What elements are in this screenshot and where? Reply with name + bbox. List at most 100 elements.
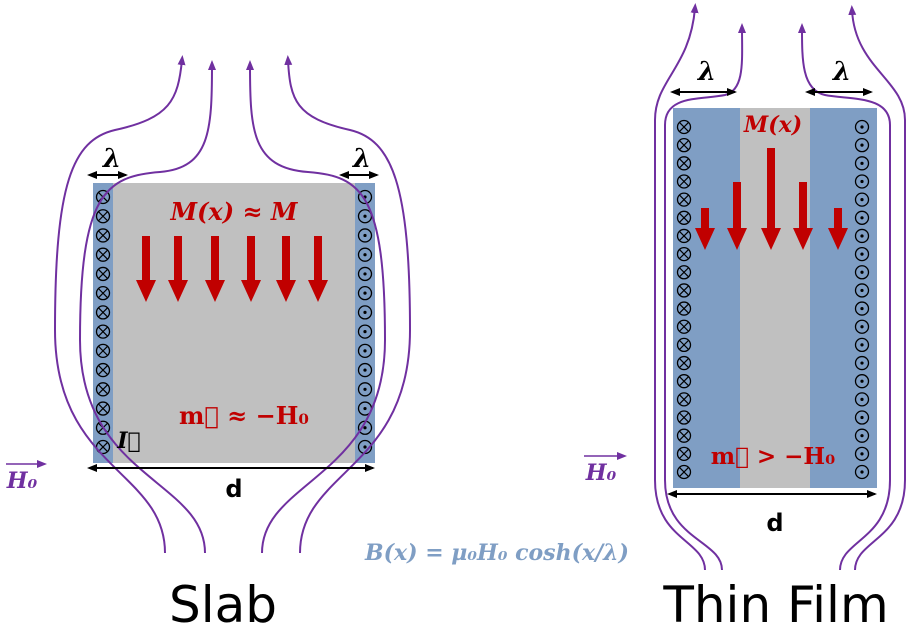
current-out-of-page-symbol bbox=[854, 192, 870, 207]
film-caption: Thin Film bbox=[662, 576, 888, 634]
current-out-of-page-symbol bbox=[357, 266, 373, 282]
current-out-of-page-symbol bbox=[854, 355, 870, 371]
current-out-of-page-symbol bbox=[854, 156, 870, 171]
film-field-lines bbox=[654, 3, 906, 571]
current-into-page-symbol bbox=[676, 283, 692, 298]
current-into-page-symbol bbox=[676, 210, 692, 225]
current-out-of-page-symbol bbox=[854, 301, 870, 316]
current-out-of-page-symbol bbox=[854, 319, 870, 334]
current-out-of-page-symbol bbox=[357, 305, 373, 320]
current-into-page-symbol bbox=[676, 119, 692, 135]
film-magnetization-label: M(x) bbox=[743, 112, 802, 138]
current-out-of-page-symbol bbox=[357, 247, 373, 262]
current-into-page-symbol bbox=[676, 392, 692, 407]
current-into-page-symbol bbox=[95, 286, 111, 301]
current-out-of-page-symbol bbox=[357, 343, 373, 358]
film-magnetization-arrows bbox=[695, 148, 848, 250]
slab-lambda-left-label: λ bbox=[102, 144, 121, 174]
current-out-of-page-symbol bbox=[854, 138, 870, 153]
slab-arrow bbox=[136, 236, 156, 302]
film-field-line-outer-right bbox=[848, 5, 906, 571]
current-into-page-symbol bbox=[676, 337, 692, 353]
current-into-page-symbol bbox=[95, 228, 111, 243]
current-out-of-page-symbol bbox=[854, 228, 870, 244]
slab-arrow bbox=[241, 236, 261, 302]
slab-magnetization-arrows bbox=[136, 236, 328, 302]
film-moment-label: m⃗ > −H₀ bbox=[711, 443, 836, 470]
slab-arrow bbox=[168, 236, 188, 302]
slab-lambda-right-label: λ bbox=[352, 144, 371, 174]
current-out-of-page-symbol bbox=[854, 337, 870, 353]
current-out-of-page-symbol bbox=[854, 119, 870, 135]
film-arrow bbox=[727, 182, 747, 250]
current-out-of-page-symbol bbox=[854, 392, 870, 407]
film-arrow bbox=[761, 148, 781, 250]
current-into-page-symbol bbox=[676, 464, 692, 480]
slab-width-label: d bbox=[225, 475, 242, 503]
slab-field-line-inner-left bbox=[78, 60, 216, 554]
current-out-of-page-symbol bbox=[357, 362, 373, 378]
current-into-page-symbol bbox=[95, 266, 111, 282]
current-out-of-page-symbol bbox=[854, 410, 870, 425]
slab-caption: Slab bbox=[169, 576, 277, 634]
slab-right-current-symbols bbox=[357, 189, 373, 455]
film-right-penetration-layer bbox=[810, 108, 877, 488]
slab-field-line-outer-right bbox=[284, 55, 412, 554]
slab-interior bbox=[93, 183, 375, 463]
film-field-label: H₀ bbox=[585, 460, 617, 486]
film-arrow bbox=[793, 182, 813, 250]
current-into-page-symbol bbox=[676, 374, 692, 389]
current-into-page-symbol bbox=[676, 446, 692, 461]
current-out-of-page-symbol bbox=[854, 428, 870, 443]
current-out-of-page-symbol bbox=[854, 246, 870, 262]
current-out-of-page-symbol bbox=[854, 174, 870, 189]
current-into-page-symbol bbox=[676, 138, 692, 153]
film-arrow bbox=[828, 208, 848, 250]
slab-panel: λ λ d M(x) ≈ M m⃗ ≈ −H₀ I⃗ H₀ Slab bbox=[6, 55, 412, 634]
slab-magnetization-label: M(x) ≈ M bbox=[170, 197, 299, 226]
current-out-of-page-symbol bbox=[854, 265, 870, 280]
slab-arrow bbox=[308, 236, 328, 302]
film-field-line-inner-left bbox=[664, 23, 747, 571]
current-into-page-symbol bbox=[95, 382, 111, 397]
film-right-current-symbols bbox=[854, 119, 870, 480]
slab-arrow bbox=[205, 236, 225, 302]
current-out-of-page-symbol bbox=[357, 382, 373, 397]
slab-left-current-symbols bbox=[95, 189, 111, 455]
field-profile-formula: B(x) = μ₀H₀ cosh(x/λ) bbox=[364, 540, 629, 566]
slab-field-line-inner-right bbox=[246, 60, 387, 554]
current-into-page-symbol bbox=[676, 319, 692, 334]
current-into-page-symbol bbox=[676, 301, 692, 316]
current-out-of-page-symbol bbox=[357, 324, 373, 339]
current-into-page-symbol bbox=[95, 247, 111, 262]
current-into-page-symbol bbox=[95, 324, 111, 339]
film-arrow bbox=[695, 208, 715, 250]
current-into-page-symbol bbox=[676, 410, 692, 425]
slab-arrow bbox=[276, 236, 296, 302]
slab-field-line-outer-left bbox=[53, 55, 186, 554]
slab-field-lines bbox=[53, 55, 412, 554]
current-into-page-symbol bbox=[676, 192, 692, 207]
slab-field-label: H₀ bbox=[6, 468, 38, 494]
current-into-page-symbol bbox=[676, 228, 692, 244]
current-into-page-symbol bbox=[676, 174, 692, 189]
film-width-label: d bbox=[766, 509, 783, 537]
current-out-of-page-symbol bbox=[357, 286, 373, 301]
film-field-line-outer-left bbox=[654, 3, 706, 571]
film-left-current-symbols bbox=[676, 119, 692, 480]
current-into-page-symbol bbox=[676, 265, 692, 280]
current-out-of-page-symbol bbox=[854, 446, 870, 461]
film-field-line-inner-right bbox=[798, 23, 891, 571]
film-panel: λ λ d M(x) m⃗ > −H₀ H₀ Thin Film bbox=[584, 3, 906, 634]
current-into-page-symbol bbox=[676, 246, 692, 262]
slab-current-label: I⃗ bbox=[116, 428, 141, 454]
slab-moment-label: m⃗ ≈ −H₀ bbox=[179, 401, 309, 430]
current-into-page-symbol bbox=[676, 355, 692, 371]
current-out-of-page-symbol bbox=[854, 283, 870, 298]
current-into-page-symbol bbox=[676, 156, 692, 171]
current-into-page-symbol bbox=[95, 362, 111, 378]
current-out-of-page-symbol bbox=[854, 464, 870, 480]
current-out-of-page-symbol bbox=[854, 374, 870, 389]
